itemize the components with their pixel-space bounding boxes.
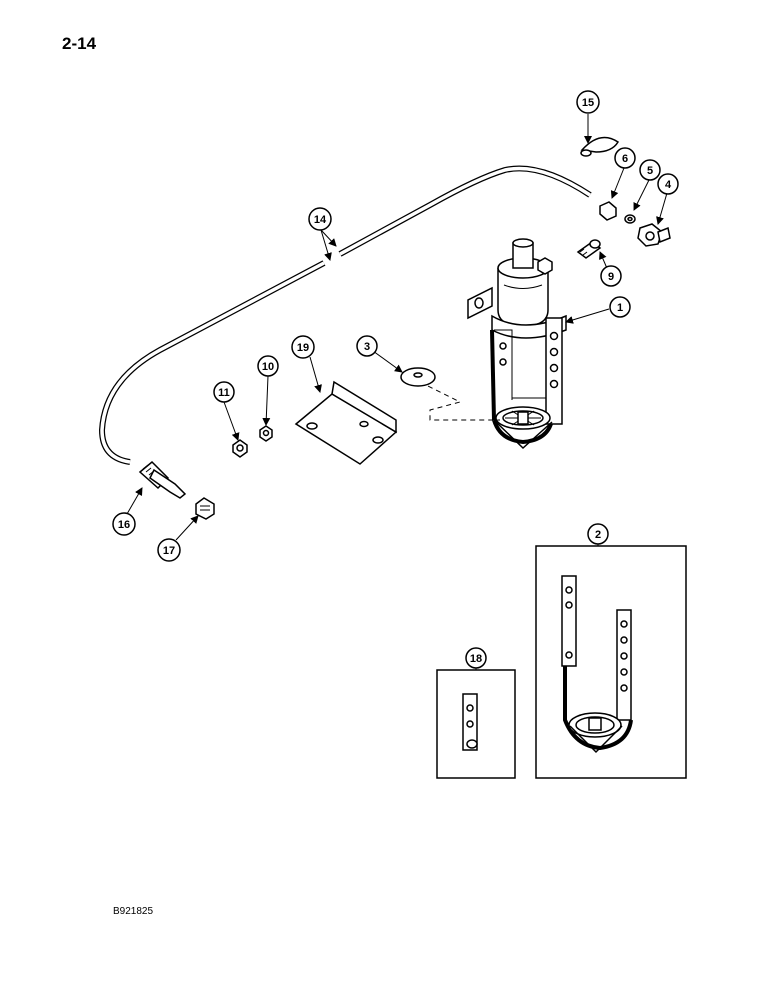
svg-text:3: 3 bbox=[364, 341, 370, 353]
svg-text:6: 6 bbox=[622, 153, 628, 165]
cap-part-3 bbox=[400, 367, 436, 387]
callout-11: 11 bbox=[213, 381, 235, 403]
elbow-fitting-part-4 bbox=[637, 223, 671, 247]
page-number: 2-14 bbox=[62, 34, 97, 53]
callout-4: 4 bbox=[657, 173, 679, 195]
svg-text:19: 19 bbox=[297, 342, 309, 354]
callout-15: 15 bbox=[576, 90, 600, 114]
callout-9: 9 bbox=[600, 265, 622, 287]
svg-text:9: 9 bbox=[608, 271, 614, 283]
plug-part-17 bbox=[195, 497, 215, 520]
nut-part-11 bbox=[232, 439, 248, 458]
ferrule-part-5 bbox=[624, 214, 636, 224]
svg-text:11: 11 bbox=[218, 387, 230, 399]
kit-box-part-2 bbox=[535, 545, 687, 779]
connector-part-16 bbox=[138, 460, 187, 499]
callout-5: 5 bbox=[639, 159, 661, 181]
clip-part-15 bbox=[580, 136, 620, 157]
callout-14: 14 bbox=[308, 207, 332, 231]
svg-text:15: 15 bbox=[582, 97, 594, 109]
svg-text:16: 16 bbox=[118, 519, 130, 531]
callout-16: 16 bbox=[112, 512, 136, 536]
callout-18: 18 bbox=[465, 647, 487, 669]
svg-text:2: 2 bbox=[595, 529, 601, 541]
nut-part-6 bbox=[599, 201, 617, 221]
svg-text:18: 18 bbox=[470, 653, 482, 665]
svg-text:10: 10 bbox=[262, 361, 274, 373]
svg-text:17: 17 bbox=[163, 545, 175, 557]
nut-part-10 bbox=[259, 425, 273, 442]
svg-text:1: 1 bbox=[617, 302, 623, 314]
leader-lines bbox=[126, 114, 668, 670]
bracket-part-19 bbox=[294, 380, 398, 465]
tube-part-14 bbox=[98, 165, 592, 465]
callout-1: 1 bbox=[609, 296, 631, 318]
callout-6: 6 bbox=[614, 147, 636, 169]
callout-17: 17 bbox=[157, 538, 181, 562]
callout-19: 19 bbox=[291, 335, 315, 359]
svg-text:5: 5 bbox=[647, 165, 653, 177]
filter-assembly-part-1 bbox=[467, 238, 567, 450]
screw-part-9 bbox=[576, 239, 602, 259]
svg-text:4: 4 bbox=[665, 179, 672, 191]
figure-code: B921825 bbox=[113, 906, 154, 917]
alignment-line bbox=[419, 381, 500, 421]
svg-text:14: 14 bbox=[314, 214, 327, 226]
callout-10: 10 bbox=[257, 355, 279, 377]
kit-box-part-18 bbox=[436, 669, 516, 779]
callout-2: 2 bbox=[587, 523, 609, 545]
callout-3: 3 bbox=[356, 335, 378, 357]
